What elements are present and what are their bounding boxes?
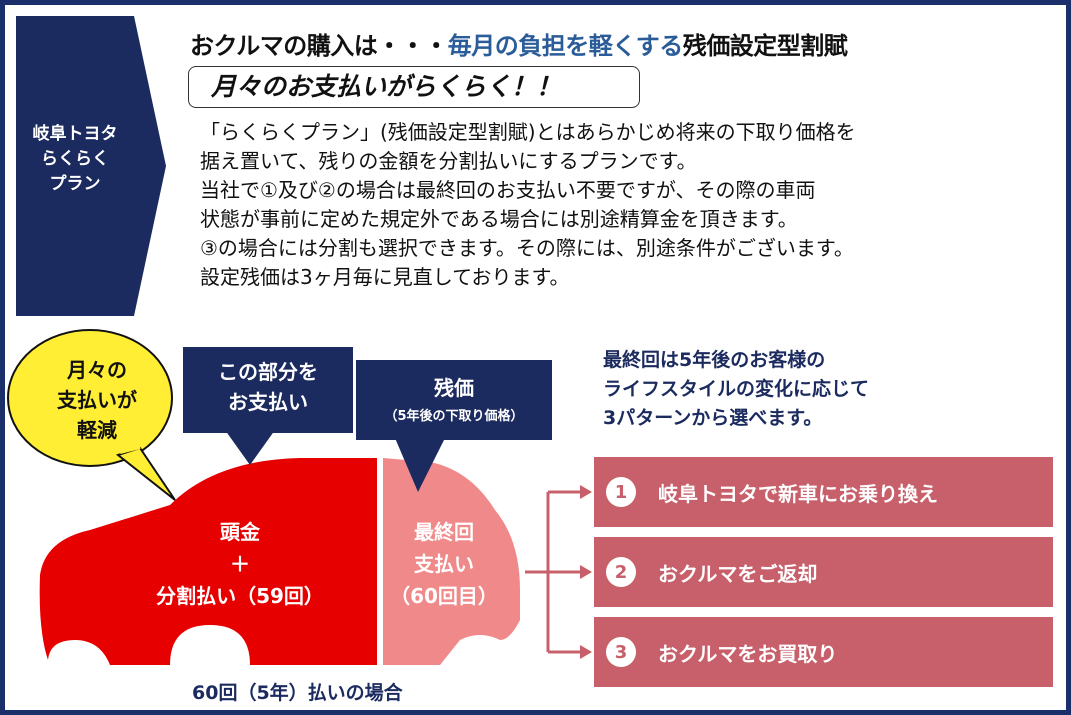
callout-pay-tail [225, 430, 275, 465]
speech-bubble-tail-mask [119, 445, 141, 454]
callout-pay-line: お支払い [228, 390, 308, 414]
body-line: 「らくらくプラン」(残価設定型割賦)とはあらかじめ将来の下取り価格を [200, 120, 856, 144]
arrow-head-3 [580, 645, 592, 659]
option-return: 2 おクルマをご返却 [594, 537, 1053, 607]
option-trade-in: 1 岐阜トヨタで新車にお乗り換え [594, 457, 1053, 527]
car-body-right [383, 458, 520, 665]
callout-residual-title: 残価 [434, 376, 474, 400]
plan-tag-line: プラン [49, 174, 101, 194]
callout-residual-tail [395, 438, 445, 492]
car-left-line: 分割払い（59回） [156, 584, 324, 608]
speech-bubble-tail [115, 446, 176, 501]
headline-part1: おクルマの購入は・・・ [190, 32, 448, 60]
car-right-line: （60回目） [390, 584, 498, 608]
subtitle: 月々のお支払いがらくらく！！ [211, 72, 562, 101]
body-line: 設定残価は3ヶ月毎に見直しております。 [200, 265, 570, 289]
plan-tag [16, 16, 166, 316]
car-left-line: ＋ [230, 552, 250, 576]
final-note-line: 最終回は5年後のお客様の [603, 349, 826, 371]
branch-arrows [525, 490, 580, 654]
bubble-line: 支払いが [57, 388, 137, 412]
arrow-head-2 [580, 565, 592, 579]
headline: おクルマの購入は・・・毎月の負担を軽くする残価設定型割賦 [190, 26, 848, 61]
bubble-line: 軽減 [77, 418, 117, 442]
final-note-line: 3パターンから選べます。 [603, 407, 823, 429]
option-label: おクルマをお買取り [658, 641, 838, 666]
callout-residual: 残価 （5年後の下取り価格） [356, 360, 552, 440]
plan-tag-line: らくらく [41, 149, 109, 169]
option-number: 3 [606, 637, 636, 667]
arrow-head-1 [580, 485, 592, 499]
body-line: ③の場合には分割も選択できます。その際には、別途条件がございます。 [200, 236, 854, 260]
callout-residual-sub: （5年後の下取り価格） [384, 409, 524, 424]
case-label: 60回（5年）払いの場合 [192, 682, 403, 704]
subtitle-box: 月々のお支払いがらくらく！！ [188, 66, 640, 108]
headline-part2: 残価設定型割賦 [682, 32, 848, 60]
car-left-text: 頭金 ＋ 分割払い（59回） [140, 516, 340, 612]
callout-pay: この部分を お支払い [183, 347, 353, 433]
car-body-left [39, 458, 378, 665]
car-right-line: 最終回 [414, 520, 474, 544]
plan-tag-text: 岐阜トヨタ らくらく プラン [16, 122, 134, 197]
option-label: 岐阜トヨタで新車にお乗り換え [658, 481, 938, 506]
car-right-line: 支払い [414, 552, 474, 576]
option-label: おクルマをご返却 [658, 561, 818, 586]
body-line: 状態が事前に定めた規定外である場合には別途精算金を頂きます。 [200, 207, 798, 231]
body-text: 「らくらくプラン」(残価設定型割賦)とはあらかじめ将来の下取り価格を 据え置いて… [200, 118, 856, 292]
bubble-text: 月々の 支払いが 軽減 [22, 355, 172, 445]
bubble-line: 月々の [67, 358, 127, 382]
body-line: 据え置いて、残りの金額を分割払いにするプランです。 [200, 149, 697, 173]
option-number: 2 [606, 557, 636, 587]
car-left-line: 頭金 [220, 520, 260, 544]
option-number: 1 [606, 477, 636, 507]
plan-tag-line: 岐阜トヨタ [32, 124, 118, 144]
car-right-text: 最終回 支払い （60回目） [384, 516, 504, 612]
final-note: 最終回は5年後のお客様の ライフスタイルの変化に応じて 3パターンから選べます。 [603, 346, 869, 433]
callout-pay-line: この部分を [218, 360, 318, 384]
final-note-line: ライフスタイルの変化に応じて [603, 378, 870, 400]
option-buyout: 3 おクルマをお買取り [594, 617, 1053, 687]
body-line: 当社で①及び②の場合は最終回のお支払い不要ですが、その際の車両 [200, 178, 816, 202]
headline-highlight: 毎月の負担を軽くする [447, 32, 684, 60]
speech-bubble [7, 329, 173, 467]
